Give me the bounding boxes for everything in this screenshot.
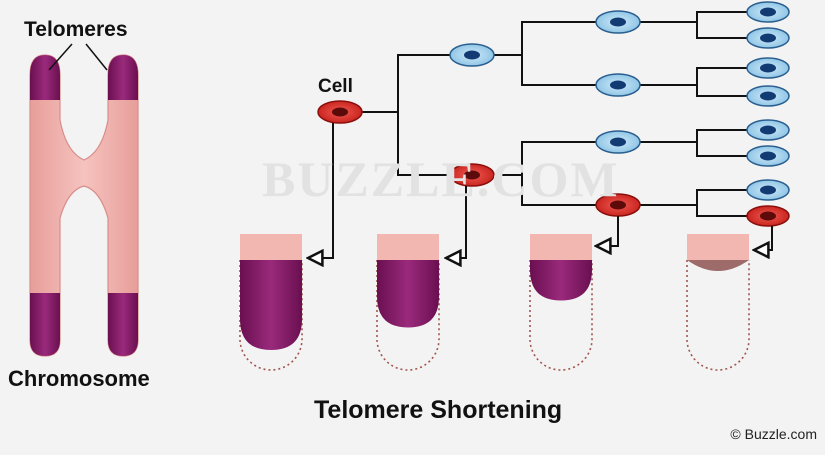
cells bbox=[317, 1, 790, 227]
blue-cell-gen2-a bbox=[595, 10, 641, 34]
tube-3 bbox=[529, 234, 593, 371]
blue-cell-gen3-1 bbox=[746, 1, 790, 23]
telomere-pointer-right bbox=[85, 43, 108, 71]
telomere-arrows bbox=[308, 123, 773, 258]
blue-cell-gen2-b bbox=[595, 73, 641, 97]
blue-cell-gen3-3 bbox=[746, 57, 790, 79]
telomere-fill bbox=[530, 260, 592, 301]
telomere-fill bbox=[240, 260, 302, 350]
watermark: BUZZLE.COM bbox=[262, 151, 620, 207]
red-cell-root bbox=[317, 100, 363, 124]
division-tree bbox=[362, 11, 748, 217]
tube-cap bbox=[240, 234, 302, 260]
blue-cell-gen1 bbox=[449, 43, 495, 67]
chromosome-bottom-right-telomere bbox=[108, 293, 138, 356]
red-cell-gen2 bbox=[595, 193, 641, 217]
chromosome bbox=[29, 43, 139, 357]
tree-line-l3-d bbox=[640, 189, 748, 217]
arrow-to-tube-3 bbox=[596, 216, 619, 246]
arrow-to-tube-2 bbox=[446, 186, 467, 258]
cell-label: Cell bbox=[318, 76, 353, 97]
tree-line-l3-c bbox=[640, 129, 748, 157]
tube-1 bbox=[239, 234, 303, 371]
copyright-credit: © Buzzle.com bbox=[730, 426, 817, 442]
tube-cap bbox=[530, 234, 592, 260]
tree-line-upper bbox=[490, 21, 597, 86]
blue-cell-gen3-6 bbox=[746, 145, 790, 167]
chromosome-bottom-left-telomere bbox=[30, 293, 60, 356]
tree-line-lower bbox=[490, 141, 597, 206]
tube-cap bbox=[687, 234, 749, 260]
blue-cell-gen3-2 bbox=[746, 27, 790, 49]
red-cell-gen3 bbox=[746, 205, 790, 227]
tube-outline bbox=[376, 260, 440, 371]
tube-outline bbox=[686, 260, 750, 371]
telomere-fill bbox=[377, 260, 439, 328]
telomere-fill bbox=[687, 260, 749, 271]
arrow-to-tube-4 bbox=[754, 226, 773, 250]
telomere-tubes bbox=[239, 234, 750, 371]
tree-line-l3-a bbox=[640, 11, 748, 39]
chromosome-label: Chromosome bbox=[8, 366, 150, 391]
tube-outline bbox=[239, 260, 303, 371]
arrow-to-tube-1 bbox=[308, 123, 334, 258]
blue-cell-gen3-7 bbox=[746, 179, 790, 201]
tree-line-root bbox=[362, 54, 455, 176]
tube-2 bbox=[376, 234, 440, 371]
tube-outline bbox=[529, 260, 593, 371]
tube-4 bbox=[686, 234, 750, 371]
tree-line-l3-b bbox=[640, 67, 748, 97]
tube-cap bbox=[377, 234, 439, 260]
chromosome-top-right-telomere bbox=[108, 55, 138, 100]
telomere-pointer-left bbox=[48, 43, 73, 71]
blue-cell-gen2-c bbox=[595, 130, 641, 154]
diagram-caption: Telomere Shortening bbox=[314, 396, 563, 424]
red-cell-gen1 bbox=[449, 163, 495, 187]
blue-cell-gen3-5 bbox=[746, 119, 790, 141]
blue-cell-gen3-4 bbox=[746, 85, 790, 107]
telomeres-label: Telomeres bbox=[24, 18, 128, 41]
